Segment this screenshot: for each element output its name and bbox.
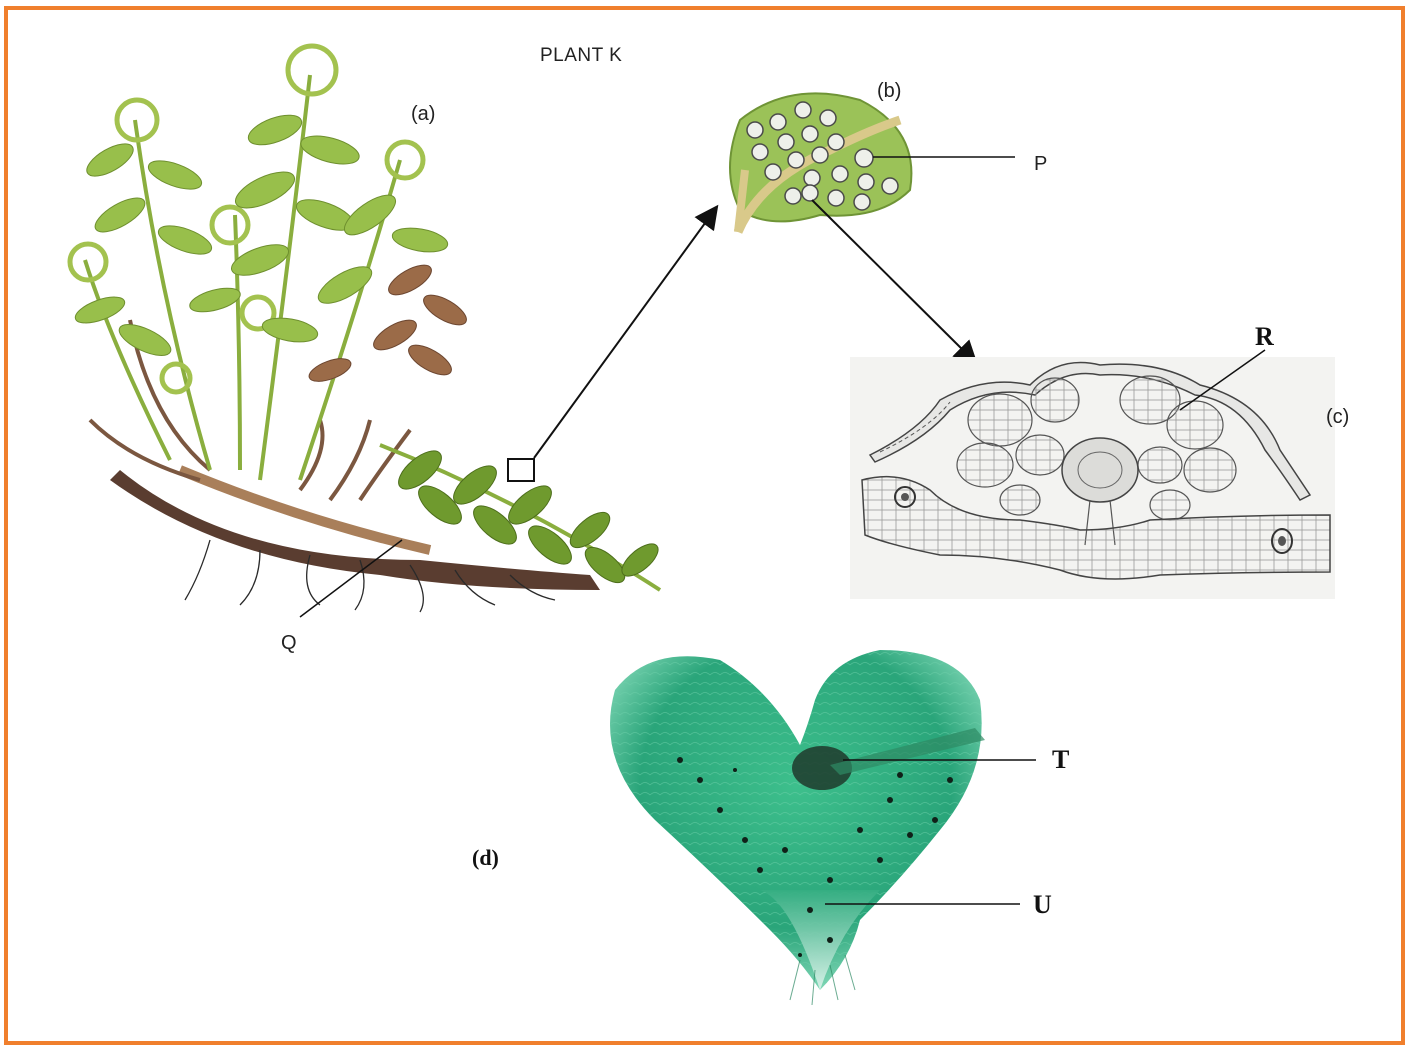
- arrow-to-pinnule: [534, 208, 716, 458]
- arrow-to-sorus-section: [812, 200, 975, 362]
- panel-label-a: (a): [411, 103, 435, 125]
- fern-plant-illustration: [70, 46, 663, 612]
- q-leader-line: [300, 540, 402, 617]
- diagram-title: PLANT K: [540, 45, 622, 66]
- label-r: R: [1255, 322, 1274, 351]
- panel-label-c: (c): [1326, 406, 1349, 428]
- pinnule-with-sori: [730, 93, 911, 232]
- label-q: Q: [281, 632, 297, 654]
- label-p: P: [1034, 153, 1047, 175]
- panel-label-d: (d): [472, 845, 499, 870]
- panel-label-b: (b): [877, 80, 901, 102]
- label-u: U: [1033, 890, 1052, 919]
- selection-box: [508, 459, 534, 481]
- label-t: T: [1052, 745, 1069, 774]
- prothallus: [610, 650, 985, 1005]
- sorus-cross-section: [850, 357, 1335, 599]
